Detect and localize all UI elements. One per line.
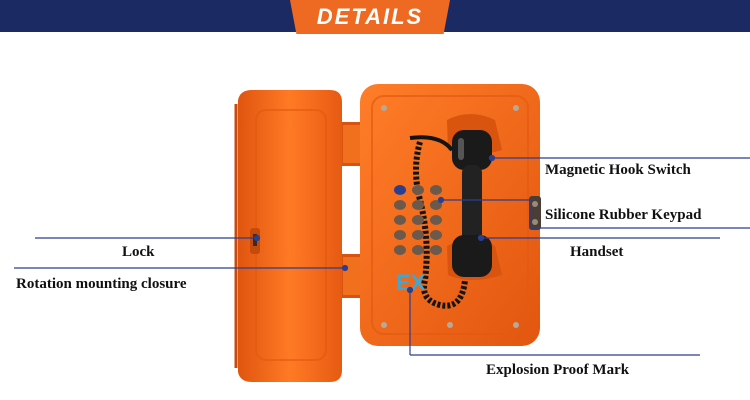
leader-lines (14, 154, 750, 356)
leader-dot-lock (253, 234, 261, 242)
coiled-cord (409, 135, 468, 309)
keypad (394, 185, 442, 255)
label-lock: Lock (122, 244, 155, 260)
keypad-button (430, 200, 442, 210)
keypad-button (412, 200, 424, 210)
keypad-button (430, 245, 442, 255)
keypad-button (394, 185, 406, 195)
keypad-button (430, 215, 442, 225)
keypad-button (412, 185, 424, 195)
keypad-button (412, 230, 424, 240)
leader-dot-rotation-closure (341, 264, 349, 272)
keypad-button (430, 230, 442, 240)
keypad-button (394, 245, 406, 255)
keypad-button (430, 185, 442, 195)
leader-dot-magnetic-hook-switch (488, 154, 496, 162)
side-mount-screw (529, 196, 541, 230)
label-rotation-mounting-closure: Rotation mounting closure (16, 276, 187, 292)
header-tab: DETAILS (290, 0, 450, 34)
leader-dot-handset (477, 234, 485, 242)
label-magnetic-hook-switch: Magnetic Hook Switch (545, 162, 691, 178)
label-explosion-proof-mark: Explosion Proof Mark (486, 362, 630, 378)
leader-dot-keypad (437, 196, 445, 204)
header-title: DETAILS (316, 4, 424, 29)
keypad-button (412, 245, 424, 255)
label-handset: Handset (570, 244, 624, 260)
lock-latch (250, 228, 260, 254)
label-silicone-rubber-keypad: Silicone Rubber Keypad (545, 207, 702, 223)
keypad-button (394, 230, 406, 240)
leader-dot-ex (406, 286, 414, 294)
keypad-button (412, 215, 424, 225)
handset (452, 130, 492, 277)
keypad-button (394, 215, 406, 225)
keypad-button (394, 200, 406, 210)
